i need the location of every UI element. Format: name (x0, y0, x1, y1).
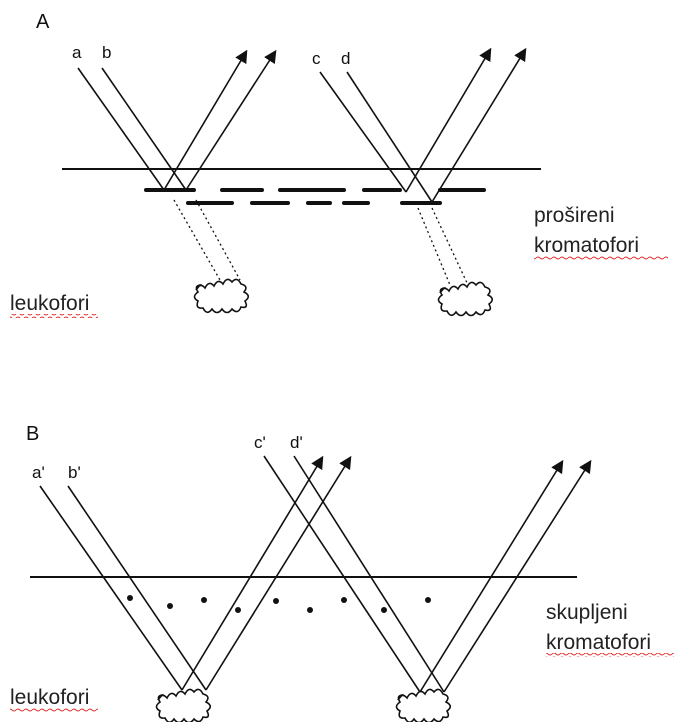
leucophore-blob (155, 688, 212, 722)
ray-label-a-prime: a' (32, 463, 45, 482)
ray-label-d: d (341, 49, 350, 68)
incident-ray-c (319, 71, 407, 193)
spellcheck-underline (10, 314, 98, 318)
incident-ray-b (101, 67, 187, 191)
caption-leucophores-a: leukofori (10, 292, 89, 315)
incident-ray-d-prime (293, 455, 445, 693)
caption-expanded-line2: kromatofori (534, 234, 639, 257)
dotted-light-paths-a (173, 199, 469, 286)
leucophore-blob (193, 278, 250, 314)
reflected-ray-b-prime (205, 455, 352, 691)
contracted-chromatophores (127, 595, 431, 613)
ray-label-a: a (72, 43, 82, 62)
ray-label-b-prime: b' (68, 463, 81, 482)
reflected-ray-c-prime (419, 459, 564, 693)
spellcheck-underline (534, 256, 668, 260)
spellcheck-underline (10, 708, 98, 712)
incident-ray-a (77, 67, 165, 191)
expanded-chromatophores (144, 188, 486, 205)
spellcheck-underline (546, 653, 674, 657)
panel-b-letter: B (26, 423, 39, 445)
panel-a-letter: A (36, 11, 50, 33)
caption-contracted-line1: skupljeni (546, 601, 628, 624)
reflected-ray-d (431, 47, 527, 203)
incident-ray-b-prime (67, 485, 207, 691)
incident-ray-c-prime (263, 455, 421, 693)
reflected-ray-d-prime (443, 459, 592, 693)
caption-contracted-line2: kromatofori (546, 631, 651, 654)
reflected-ray-c (405, 47, 492, 193)
reflected-ray-a-prime (181, 455, 324, 691)
ray-label-c-prime: c' (254, 433, 266, 452)
leucophore-blob (395, 688, 452, 722)
ray-label-c: c (312, 49, 321, 68)
panel-b: B a' b' c' d' skupljeni (10, 423, 674, 722)
incident-ray-a-prime (39, 485, 183, 691)
ray-label-d-prime: d' (290, 433, 303, 452)
incident-ray-d (346, 71, 433, 203)
caption-leucophores-b: leukofori (10, 686, 89, 709)
leucophore-blob (437, 281, 494, 317)
caption-expanded-line1: prošireni (534, 204, 615, 227)
ray-label-b: b (102, 43, 111, 62)
panel-a: A a b c d (10, 11, 668, 318)
reflected-ray-a (163, 49, 248, 191)
reflected-ray-b (185, 49, 277, 191)
